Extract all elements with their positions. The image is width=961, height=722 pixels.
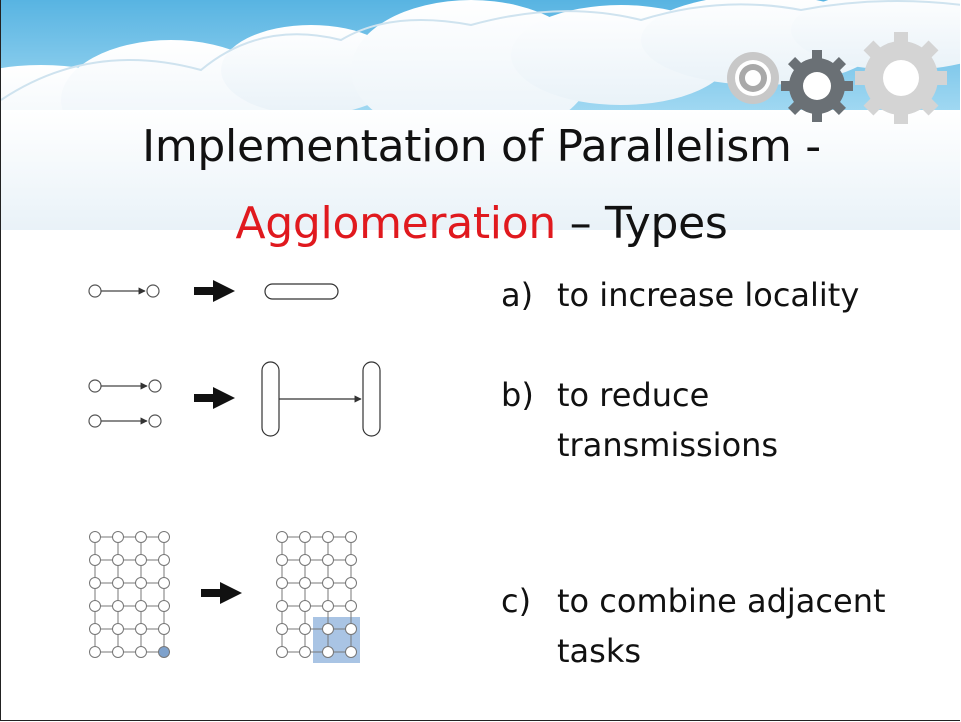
grid-task-node [322, 646, 334, 658]
grid-task-node [112, 554, 124, 566]
grid-task-node [299, 623, 311, 635]
item-c-letter: c) [501, 582, 532, 620]
grid-task-node [345, 554, 357, 566]
grid-task-node [89, 646, 101, 658]
grid-task-node [322, 623, 334, 635]
grid-task-node [89, 623, 101, 635]
grid-task-node [322, 554, 334, 566]
grid-task-node [345, 577, 357, 589]
task-node [88, 414, 102, 428]
grid-task-node [158, 554, 170, 566]
gears-icon [727, 32, 947, 124]
grid-task-node [345, 531, 357, 543]
grid-task-node [345, 623, 357, 635]
grid-task-node [89, 577, 101, 589]
grid-task-node [135, 531, 147, 543]
task-node [88, 284, 102, 298]
task-node [148, 414, 162, 428]
figure-c [89, 531, 360, 663]
agglomerated-task [261, 361, 280, 437]
grid-task-node [158, 531, 170, 543]
task-grid [89, 531, 170, 658]
task-node [146, 284, 160, 298]
item-b-letter: b) [501, 376, 534, 414]
item-a-letter: a) [501, 276, 534, 314]
grid-task-node [322, 577, 334, 589]
title-rest: – Types [555, 198, 728, 249]
grid-task-node [322, 531, 334, 543]
grid-task-node [299, 531, 311, 543]
grid-task-node [322, 600, 334, 612]
task-node [88, 379, 102, 393]
task-node [148, 379, 162, 393]
figure-b [88, 361, 381, 437]
grid-task-node [89, 600, 101, 612]
agglomerated-task [264, 283, 339, 300]
cloud-banner [1, 0, 960, 230]
grid-task-node [112, 623, 124, 635]
grid-task-node [135, 646, 147, 658]
grid-task-node [112, 646, 124, 658]
grid-task-node [276, 600, 288, 612]
item-a-text: to increase locality [557, 276, 860, 314]
item-c-text-1: to combine adjacent [557, 582, 886, 620]
title-accent: Agglomeration [235, 198, 556, 249]
figure-a [88, 280, 339, 302]
grid-task-node [276, 577, 288, 589]
grid-task-node [158, 577, 170, 589]
grid-task-node [276, 646, 288, 658]
grid-task-node [299, 554, 311, 566]
grid-task-node [135, 554, 147, 566]
arrow-right-icon [194, 387, 235, 409]
grid-task-node [112, 577, 124, 589]
grid-task-node [112, 531, 124, 543]
grid-task-node [299, 600, 311, 612]
grid-task-node [158, 623, 170, 635]
grid-task-node [345, 600, 357, 612]
grid-task-node [158, 600, 170, 612]
grid-task-node [276, 531, 288, 543]
grid-task-node [112, 600, 124, 612]
grid-task-node [135, 600, 147, 612]
grid-task-node [299, 577, 311, 589]
grid-task-node [345, 646, 357, 658]
grid-task-node [89, 554, 101, 566]
item-b-text-1: to reduce [557, 376, 710, 414]
arrow-right-icon [201, 582, 242, 604]
agglomerated-task [362, 361, 381, 437]
grid-task-node [276, 623, 288, 635]
grid-task-node [299, 646, 311, 658]
title-line-1: Implementation of Parallelism - [142, 121, 821, 172]
arrow-right-icon [194, 280, 235, 302]
item-c-text-2: tasks [557, 632, 642, 670]
grid-task-node [135, 577, 147, 589]
item-b-text-2: transmissions [557, 426, 779, 464]
grid-task-node [89, 531, 101, 543]
grid-task-node [276, 554, 288, 566]
title-line-2: Agglomeration – Types [1, 195, 960, 253]
grid-task-node [158, 646, 170, 658]
task-grid-agglomerated [276, 531, 357, 658]
grid-task-node [135, 623, 147, 635]
